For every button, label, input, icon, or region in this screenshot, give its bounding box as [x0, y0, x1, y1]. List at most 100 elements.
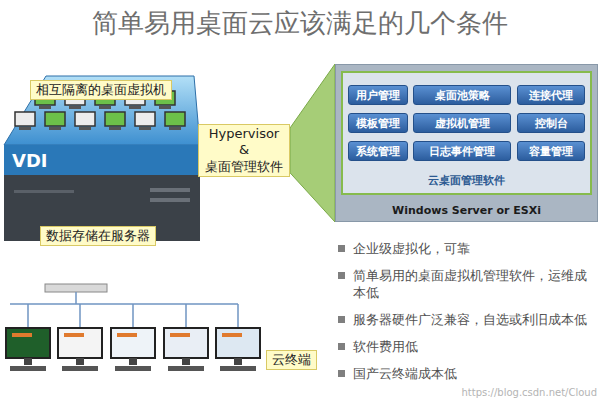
- vm-stand: [129, 106, 141, 109]
- terminal-icon: [216, 328, 260, 371]
- node-text: 日志事件管理: [429, 144, 495, 159]
- node-text: 数据存储在服务器: [46, 228, 150, 244]
- terminal-stand: [24, 358, 32, 365]
- node-text: 容量管理: [529, 144, 573, 159]
- vm-screen: [105, 112, 125, 126]
- vm-icon: [45, 112, 65, 130]
- node-text: Hypervisor & 桌面管理软件: [204, 126, 284, 175]
- terminal-keyboard: [62, 366, 98, 371]
- terminal-keyboard: [10, 366, 46, 371]
- screen-detail: [12, 333, 32, 337]
- module-button: 虚拟机管理: [413, 113, 511, 133]
- server-label: VDI: [12, 150, 48, 171]
- vm-stand: [69, 106, 81, 109]
- terminal-keyboard: [168, 366, 204, 371]
- screen-detail: [117, 333, 137, 337]
- node-text: 桌面池策略: [435, 88, 490, 103]
- server-top: [4, 76, 200, 145]
- software-panel: Windows Server or ESXi 云桌面管理软件 用户管理 桌面池策略 连接…: [335, 64, 598, 222]
- module-button: 容量管理: [517, 141, 585, 161]
- vm-screen: [135, 112, 155, 126]
- vm-stand: [19, 127, 31, 130]
- server-band: [4, 145, 200, 175]
- bullet-text: 国产云终端成本低: [353, 365, 457, 382]
- network-wire: [27, 304, 29, 328]
- vm-stand: [79, 127, 91, 130]
- bullet-item: 简单易用的桌面虚拟机管理软件，运维成本低: [338, 267, 596, 301]
- node-text: 云桌面管理软件: [428, 173, 505, 188]
- network-wire: [132, 304, 134, 328]
- terminal-screen: [6, 328, 50, 358]
- server-slot: [14, 190, 74, 193]
- terminal-icon: [58, 328, 102, 371]
- bullet-item: 国产云终端成本低: [338, 365, 596, 382]
- bullet-square: [338, 343, 345, 350]
- screen-detail: [222, 333, 242, 337]
- vm-icon: [105, 112, 125, 130]
- vm-screen: [15, 112, 35, 126]
- vm-icon: [135, 112, 155, 130]
- bullet-square: [338, 370, 345, 377]
- bullet-item: 软件费用低: [338, 338, 596, 355]
- node-text: 模板管理: [356, 116, 400, 131]
- terminal-keyboard: [115, 366, 151, 371]
- screen-detail: [170, 333, 190, 337]
- node-text: Windows Server or ESXi: [392, 204, 541, 217]
- callout-box: Hypervisor & 桌面管理软件: [198, 124, 290, 177]
- callout-connector: [290, 64, 335, 222]
- module-button: 模板管理: [348, 113, 408, 133]
- callout-box: 数据存储在服务器: [40, 226, 156, 246]
- node-text: 系统管理: [356, 144, 400, 159]
- callout-box: 相互隔离的桌面虚拟机: [30, 80, 172, 100]
- vm-stand: [159, 106, 171, 109]
- network-wire: [10, 303, 238, 305]
- terminal-icon: [164, 328, 208, 371]
- terminal-screen: [164, 328, 208, 358]
- network-switch: [45, 284, 107, 292]
- terminal-icon: [6, 328, 50, 371]
- module-button: 桌面池策略: [413, 85, 511, 105]
- vm-screen: [165, 112, 185, 126]
- terminal-stand: [182, 358, 190, 365]
- vm-stand: [49, 127, 61, 130]
- vm-stand: [169, 127, 181, 130]
- network-wire: [79, 304, 81, 328]
- vm-stand: [109, 127, 121, 130]
- bullet-text: 服务器硬件广泛兼容，自选或利旧成本低: [353, 311, 587, 328]
- terminal-icon: [111, 328, 155, 371]
- vm-screen: [75, 112, 95, 126]
- node-text: 虚拟机管理: [435, 116, 490, 131]
- terminal-stand: [129, 358, 137, 365]
- vm-icon: [75, 112, 95, 130]
- vm-icon: [165, 112, 185, 130]
- module-button: 用户管理: [348, 85, 408, 105]
- terminal-screen: [216, 328, 260, 358]
- node-text: 用户管理: [356, 88, 400, 103]
- module-button: 系统管理: [348, 141, 408, 161]
- module-button: 控制台: [517, 113, 585, 133]
- bullet-square: [338, 316, 345, 323]
- node-text: 云终端: [272, 352, 311, 368]
- server-slot: [150, 188, 190, 192]
- node-text: 连接代理: [529, 88, 573, 103]
- network-wire: [75, 292, 77, 304]
- bullet-square: [338, 272, 345, 279]
- module-button: 连接代理: [517, 85, 585, 105]
- vm-stand: [139, 127, 151, 130]
- bullet-square: [338, 245, 345, 252]
- bullet-item: 企业级虚拟化，可靠: [338, 240, 596, 257]
- terminal-screen: [111, 328, 155, 358]
- network-wire: [185, 304, 187, 328]
- terminal-keyboard: [220, 366, 256, 371]
- callout-box: 云终端: [266, 350, 317, 370]
- vm-icon: [15, 112, 35, 130]
- module-area: 云桌面管理软件 用户管理 桌面池策略 连接代理模板管理 虚拟机管理 控制台系统管理 日志事件…: [341, 71, 592, 195]
- module-button: 日志事件管理: [413, 141, 511, 161]
- bullet-list: 企业级虚拟化，可靠简单易用的桌面虚拟机管理软件，运维成本低服务器硬件广泛兼容，自…: [338, 240, 596, 382]
- bullet-text: 软件费用低: [353, 338, 418, 355]
- bullet-text: 简单易用的桌面虚拟机管理软件，运维成本低: [353, 267, 596, 301]
- node-text: 相互隔离的桌面虚拟机: [36, 82, 166, 98]
- watermark: https://blog.csdn.net/Cloud: [461, 387, 597, 398]
- server-slot: [150, 198, 190, 202]
